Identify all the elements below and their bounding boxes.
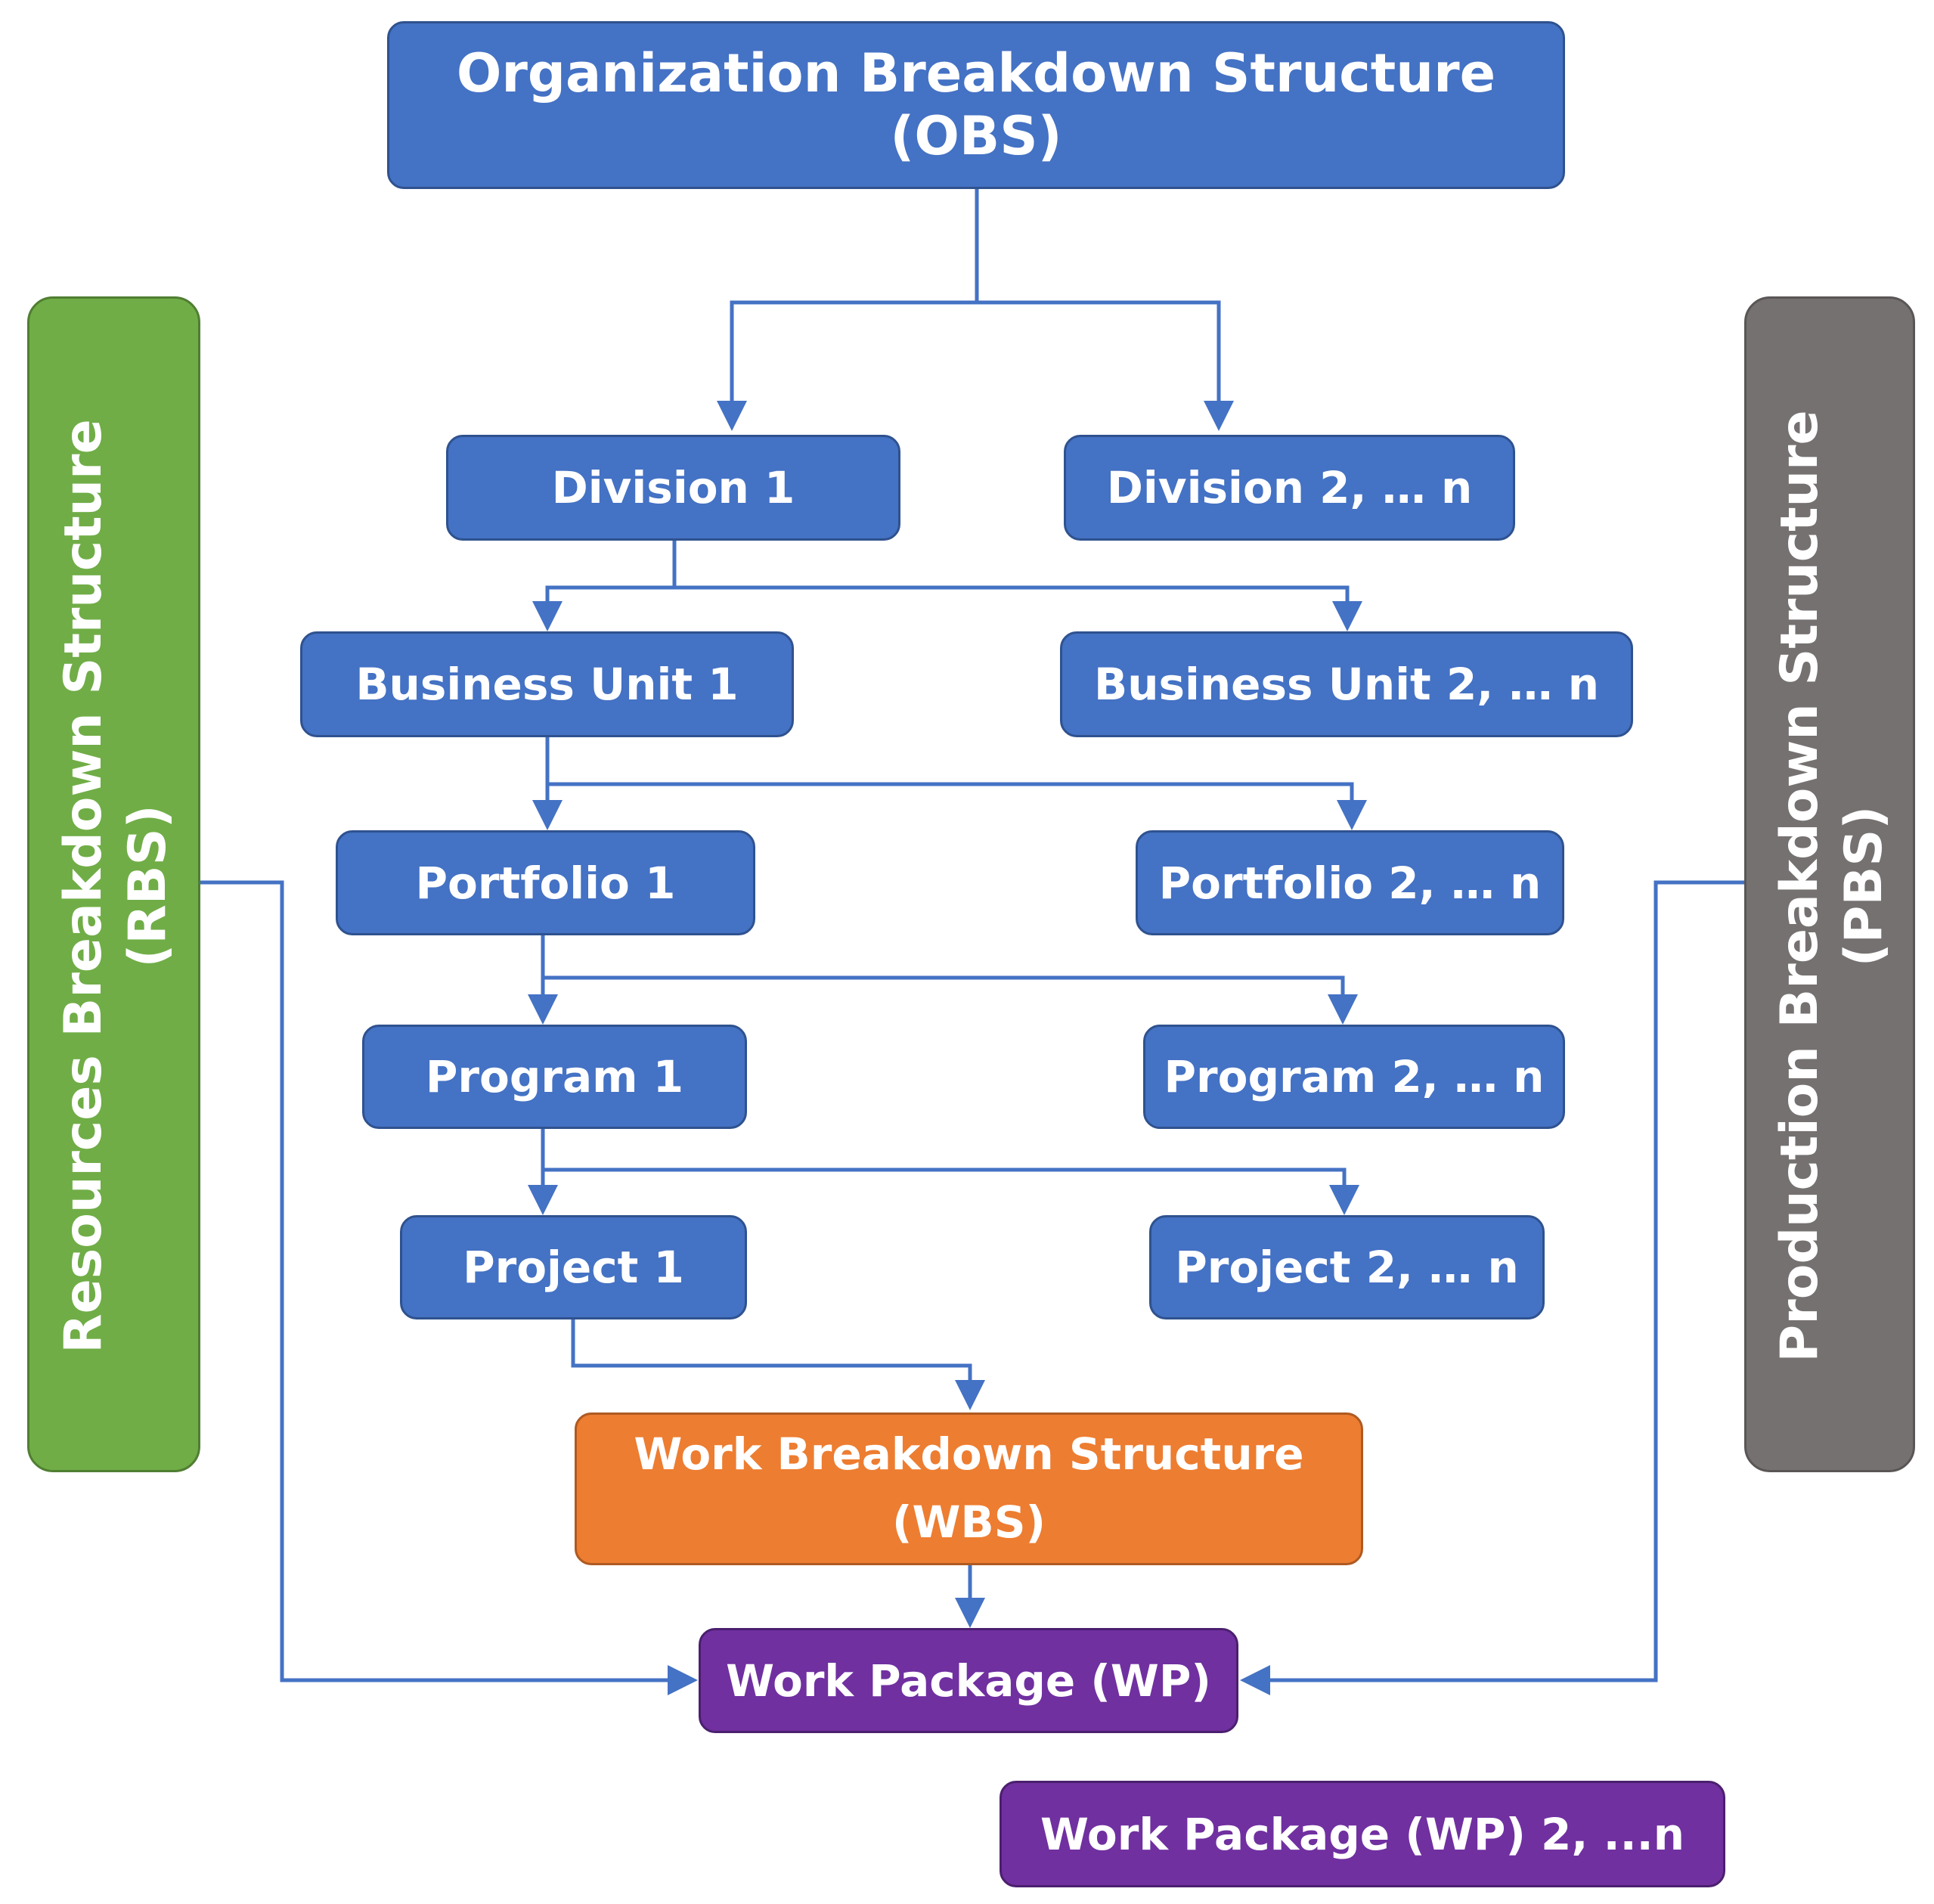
business-unit-1-label: Business Unit 1: [355, 659, 739, 710]
division-n-label: Division 2, … n: [1106, 462, 1473, 513]
division-1-box: Division 1: [446, 435, 900, 541]
program-n-box: Program 2, … n: [1143, 1025, 1565, 1129]
connector-portfolio-to-program-n: [543, 975, 1358, 1025]
connector-program-to-project-n: [543, 1168, 1359, 1215]
obs-title: Organization Breakdown Structure: [456, 42, 1496, 105]
business-unit-n-label: Business Unit 2, … n: [1093, 659, 1600, 710]
obs-box: Organization Breakdown Structure (OBS): [387, 21, 1565, 189]
business-unit-n-box: Business Unit 2, … n: [1060, 631, 1633, 737]
project-n-box: Project 2, … n: [1149, 1215, 1545, 1319]
program-n-label: Program 2, … n: [1164, 1051, 1545, 1102]
wbs-box: Work Breakdown Structure (WBS): [575, 1412, 1363, 1565]
pbs-title: Production Breakdown Structure: [1770, 410, 1830, 1363]
work-package-n-label: Work Package (WP) 2, ...n: [1040, 1808, 1685, 1860]
wbs-title: Work Breakdown Structure: [634, 1428, 1304, 1481]
work-package-n-box: Work Package (WP) 2, ...n: [1000, 1781, 1725, 1887]
connector-division-to-bu-n: [674, 585, 1362, 631]
portfolio-n-box: Portfolio 2, … n: [1136, 830, 1564, 935]
rbs-box: Resources Breakdown Structure (RBS): [27, 296, 200, 1472]
portfolio-1-box: Portfolio 1: [336, 830, 755, 935]
pbs-abbreviation: (PBS): [1834, 805, 1894, 967]
division-1-label: Division 1: [551, 462, 795, 513]
work-package-label: Work Package (WP): [726, 1654, 1211, 1707]
division-n-box: Division 2, … n: [1064, 435, 1515, 541]
connector-division-to-bu-1: [532, 585, 674, 631]
connector-bu-to-portfolio-n: [547, 782, 1367, 830]
wbs-abbreviation: (WBS): [892, 1496, 1046, 1548]
connector-obs-to-division-n: [977, 300, 1234, 431]
connector-project-to-wbs: [571, 1319, 985, 1410]
rbs-title: Resources Breakdown Structure: [54, 419, 113, 1354]
pbs-box: Production Breakdown Structure (PBS): [1744, 296, 1915, 1472]
portfolio-n-label: Portfolio 2, … n: [1158, 857, 1542, 909]
program-1-box: Program 1: [362, 1025, 747, 1129]
work-package-box: Work Package (WP): [699, 1628, 1238, 1733]
project-1-box: Project 1: [400, 1215, 747, 1319]
business-unit-1-box: Business Unit 1: [300, 631, 794, 737]
program-1-label: Program 1: [425, 1051, 684, 1102]
connector-pbs-to-wp: [1240, 880, 1744, 1695]
rbs-abbreviation: (RBS): [118, 805, 178, 968]
obs-abbreviation: (OBS): [890, 105, 1062, 167]
connector-obs-to-division-1: [717, 300, 977, 431]
project-n-label: Project 2, … n: [1175, 1242, 1519, 1293]
project-1-label: Project 1: [463, 1242, 684, 1293]
connector-rbs-to-wp: [200, 880, 698, 1695]
portfolio-1-label: Portfolio 1: [415, 857, 676, 909]
